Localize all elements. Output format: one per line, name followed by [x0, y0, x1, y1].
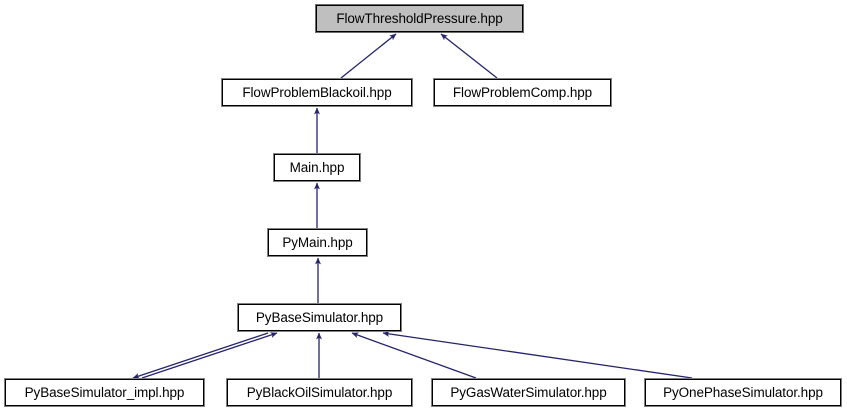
- node-main[interactable]: Main.hpp: [273, 153, 361, 182]
- edge-flow-problem-blackoil-to-flow-threshold-pressure: [340, 33, 397, 79]
- node-label-py-gas-water-simulator: PyGasWaterSimulator.hpp: [450, 384, 607, 400]
- node-py-base-simulator[interactable]: PyBaseSimulator.hpp: [237, 303, 402, 332]
- node-label-py-base-simulator: PyBaseSimulator.hpp: [255, 309, 384, 325]
- node-py-one-phase-simulator[interactable]: PyOnePhaseSimulator.hpp: [644, 378, 842, 407]
- node-label-py-black-oil-simulator: PyBlackOilSimulator.hpp: [246, 384, 393, 400]
- node-py-gas-water-simulator[interactable]: PyGasWaterSimulator.hpp: [431, 378, 626, 407]
- node-flow-problem-blackoil[interactable]: FlowProblemBlackoil.hpp: [221, 78, 413, 107]
- node-label-py-one-phase-simulator: PyOnePhaseSimulator.hpp: [663, 384, 823, 400]
- edge-flow-problem-comp-to-flow-threshold-pressure: [440, 33, 498, 79]
- node-py-black-oil-simulator[interactable]: PyBlackOilSimulator.hpp: [226, 378, 413, 407]
- node-label-py-base-simulator-impl: PyBaseSimulator_impl.hpp: [24, 384, 185, 400]
- node-label-flow-threshold-pressure: FlowThresholdPressure.hpp: [336, 10, 503, 26]
- node-label-flow-problem-blackoil: FlowProblemBlackoil.hpp: [242, 84, 392, 100]
- edge-py-base-simulator-impl-to-py-base-simulator: [141, 332, 278, 379]
- edge-py-one-phase-simulator-to-py-base-simulator: [382, 330, 693, 379]
- node-label-main: Main.hpp: [289, 159, 345, 175]
- node-label-py-main: PyMain.hpp: [282, 234, 353, 250]
- node-py-main[interactable]: PyMain.hpp: [267, 228, 368, 257]
- node-label-flow-problem-comp: FlowProblemComp.hpp: [452, 84, 593, 100]
- node-py-base-simulator-impl[interactable]: PyBaseSimulator_impl.hpp: [4, 378, 205, 407]
- edge-py-gas-water-simulator-to-py-base-simulator: [351, 332, 477, 379]
- edge-py-base-simulator-to-py-base-simulator-impl: [132, 332, 269, 379]
- node-flow-threshold-pressure: FlowThresholdPressure.hpp: [315, 4, 524, 33]
- node-flow-problem-comp[interactable]: FlowProblemComp.hpp: [433, 78, 612, 107]
